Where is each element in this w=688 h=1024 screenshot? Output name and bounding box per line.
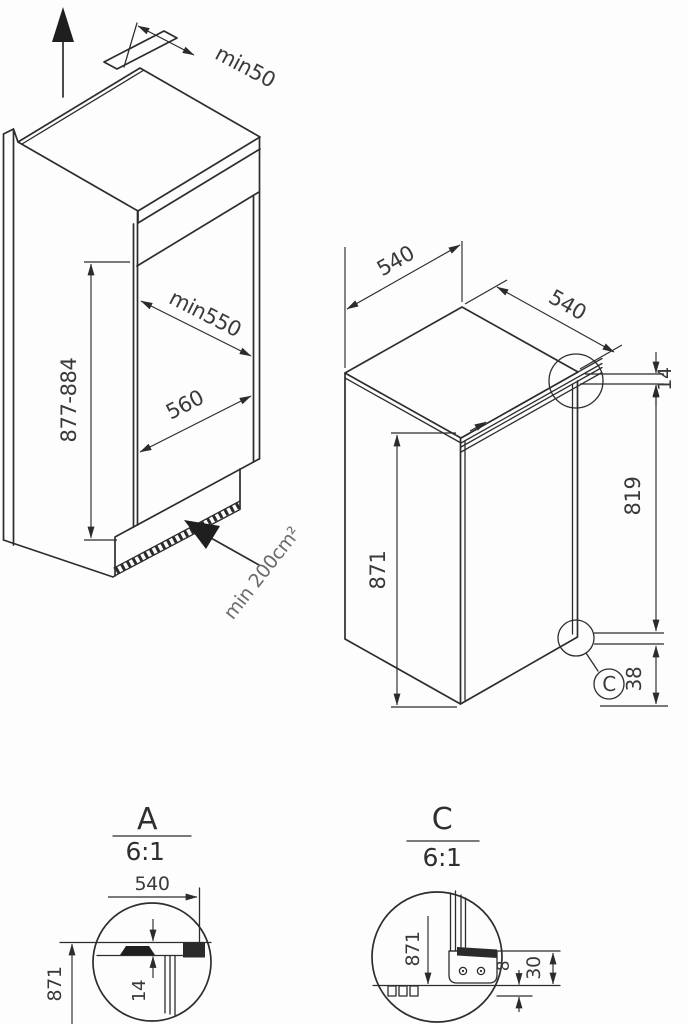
niche-height-dim-label: 877-884 (57, 357, 81, 442)
wall-spacer-board (103, 30, 178, 70)
up-arrow-icon (52, 7, 74, 98)
detail-a-marker-circle (548, 353, 604, 409)
door-panel (459, 380, 579, 705)
niche-top-gap-dim: min50 (137, 25, 279, 93)
detail-a-height-dim: 871 (44, 943, 76, 1024)
detail-c-gap-dim-label: 8 (494, 961, 514, 971)
niche-width-dim-label: 560 (162, 385, 208, 424)
appliance-depth-dim: 540 (344, 241, 463, 368)
detail-c-label: C (432, 802, 453, 837)
top-overlap-dim: 14 (580, 352, 676, 406)
vent-area-annotation: min 200cm² (184, 520, 305, 624)
appliance-width-dim-label: 540 (545, 285, 591, 325)
bracket-flange (457, 947, 497, 958)
detail-a-overlap-dim: 14 (129, 919, 157, 1002)
plinth-vent-profile (387, 985, 419, 997)
niche-height-dim: 877-884 (57, 261, 130, 541)
detail-c-reference: C (585, 652, 625, 700)
detail-c-ref-label: C (602, 672, 616, 696)
door-height-dim: 819 (594, 385, 664, 634)
door-height-dim-label: 819 (621, 477, 645, 516)
appliance-width-dim: 540 (464, 279, 623, 370)
detail-c-height-dim-label: 871 (402, 931, 424, 966)
detail-c-height-dim: 871 (402, 916, 432, 985)
bottom-overlap-dim: 38 (594, 643, 668, 707)
niche-diagram: min50 min550 560 877-884 min 200cm² (2, 7, 305, 624)
detail-a-width-dim: 540 (108, 873, 198, 901)
detail-a-view: A 6:1 540 871 14 (44, 802, 212, 1024)
niche-depth-dim: min550 (140, 286, 252, 357)
detail-a-overlap-dim-label: 14 (129, 980, 150, 1002)
niche-cabinet-outline (2, 22, 261, 578)
appliance-depth-dim-label: 540 (373, 241, 419, 281)
detail-a-section (59, 887, 212, 1016)
bottom-fixing-bracket (448, 950, 498, 984)
screw-hole (458, 966, 468, 976)
vent-arrow-icon (184, 520, 260, 566)
niche-top-gap-dim-label: min50 (211, 41, 279, 92)
detail-c-offset-dim: 30 (523, 952, 557, 985)
top-fixing-bracket (183, 943, 205, 958)
detail-a-width-dim-label: 540 (134, 873, 169, 895)
detail-a-scale: 6:1 (125, 837, 164, 866)
detail-c-scale: 6:1 (422, 843, 461, 872)
appliance-height-dim: 871 (366, 432, 457, 708)
detail-a-circle (92, 902, 212, 1022)
niche-width-dim: 560 (139, 385, 252, 453)
vent-grille-hatch (114, 501, 241, 575)
detail-c-section (372, 890, 561, 997)
detail-a-label: A (137, 802, 158, 837)
hinge-cover-profile (120, 946, 155, 955)
detail-c-view: C 6:1 871 30 8 (371, 802, 561, 1023)
vent-area-label: min 200cm² (220, 523, 306, 624)
detail-a-height-dim-label: 871 (44, 966, 66, 1001)
detail-c-gap-dim: 8 (494, 961, 523, 1012)
detail-c-marker-circle (557, 619, 595, 657)
appliance-height-dim-label: 871 (366, 551, 390, 590)
bottom-overlap-dim-label: 38 (622, 667, 646, 692)
detail-c-offset-dim-label: 30 (523, 956, 545, 979)
detail-c-circle (371, 891, 503, 1023)
screw-hole (476, 966, 486, 976)
door-top-rail (460, 357, 603, 453)
appliance-outline: C (344, 306, 625, 705)
appliance-diagram: C 540 540 14 819 (344, 241, 676, 708)
top-overlap-dim-label: 14 (654, 367, 676, 391)
